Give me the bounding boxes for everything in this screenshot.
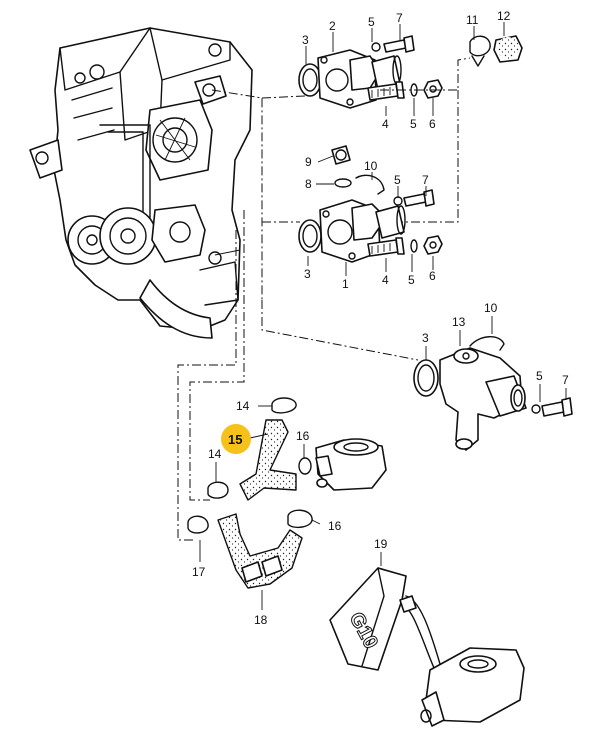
middle-flange-group <box>261 145 443 361</box>
callout-12[interactable]: 12 <box>497 9 511 23</box>
callout-18[interactable]: 18 <box>254 613 268 627</box>
callout-labels: 2 3 5 7 11 12 4 5 6 9 10 8 5 7 3 1 4 5 6… <box>192 9 569 627</box>
callout-5[interactable]: 5 <box>408 273 415 287</box>
hose-group <box>177 210 387 589</box>
callout-19[interactable]: 19 <box>374 537 388 551</box>
expansion-reservoir <box>329 567 525 727</box>
callout-5[interactable]: 5 <box>394 173 401 187</box>
engine-block <box>29 27 253 339</box>
top-flange-group <box>211 35 523 300</box>
highlight-marker <box>221 424 251 454</box>
callout-4[interactable]: 4 <box>382 273 389 287</box>
callout-17[interactable]: 17 <box>192 565 206 579</box>
callout-3[interactable]: 3 <box>302 33 309 47</box>
callout-1[interactable]: 1 <box>342 277 349 291</box>
callout-2[interactable]: 2 <box>329 19 336 33</box>
callout-5[interactable]: 5 <box>536 369 543 383</box>
callout-7[interactable]: 7 <box>422 173 429 187</box>
callout-6[interactable]: 6 <box>429 269 436 283</box>
callout-10[interactable]: 10 <box>484 301 498 315</box>
leader-lines <box>199 22 567 610</box>
right-housing-group <box>413 336 573 451</box>
callout-4[interactable]: 4 <box>382 117 389 131</box>
callout-16[interactable]: 16 <box>296 429 310 443</box>
callout-3[interactable]: 3 <box>304 267 311 281</box>
callout-3[interactable]: 3 <box>422 331 429 345</box>
callout-10[interactable]: 10 <box>364 159 378 173</box>
callout-5[interactable]: 5 <box>368 15 375 29</box>
callout-16[interactable]: 16 <box>328 519 342 533</box>
callout-9[interactable]: 9 <box>305 155 312 169</box>
callout-14[interactable]: 14 <box>236 399 250 413</box>
callout-14[interactable]: 14 <box>208 447 222 461</box>
callout-15[interactable]: 15 <box>228 432 242 447</box>
callout-5[interactable]: 5 <box>410 117 417 131</box>
callout-7[interactable]: 7 <box>396 11 403 25</box>
callout-13[interactable]: 13 <box>452 315 466 329</box>
callout-7[interactable]: 7 <box>562 373 569 387</box>
callout-6[interactable]: 6 <box>429 117 436 131</box>
callout-8[interactable]: 8 <box>305 177 312 191</box>
callout-11[interactable]: 11 <box>466 13 479 27</box>
